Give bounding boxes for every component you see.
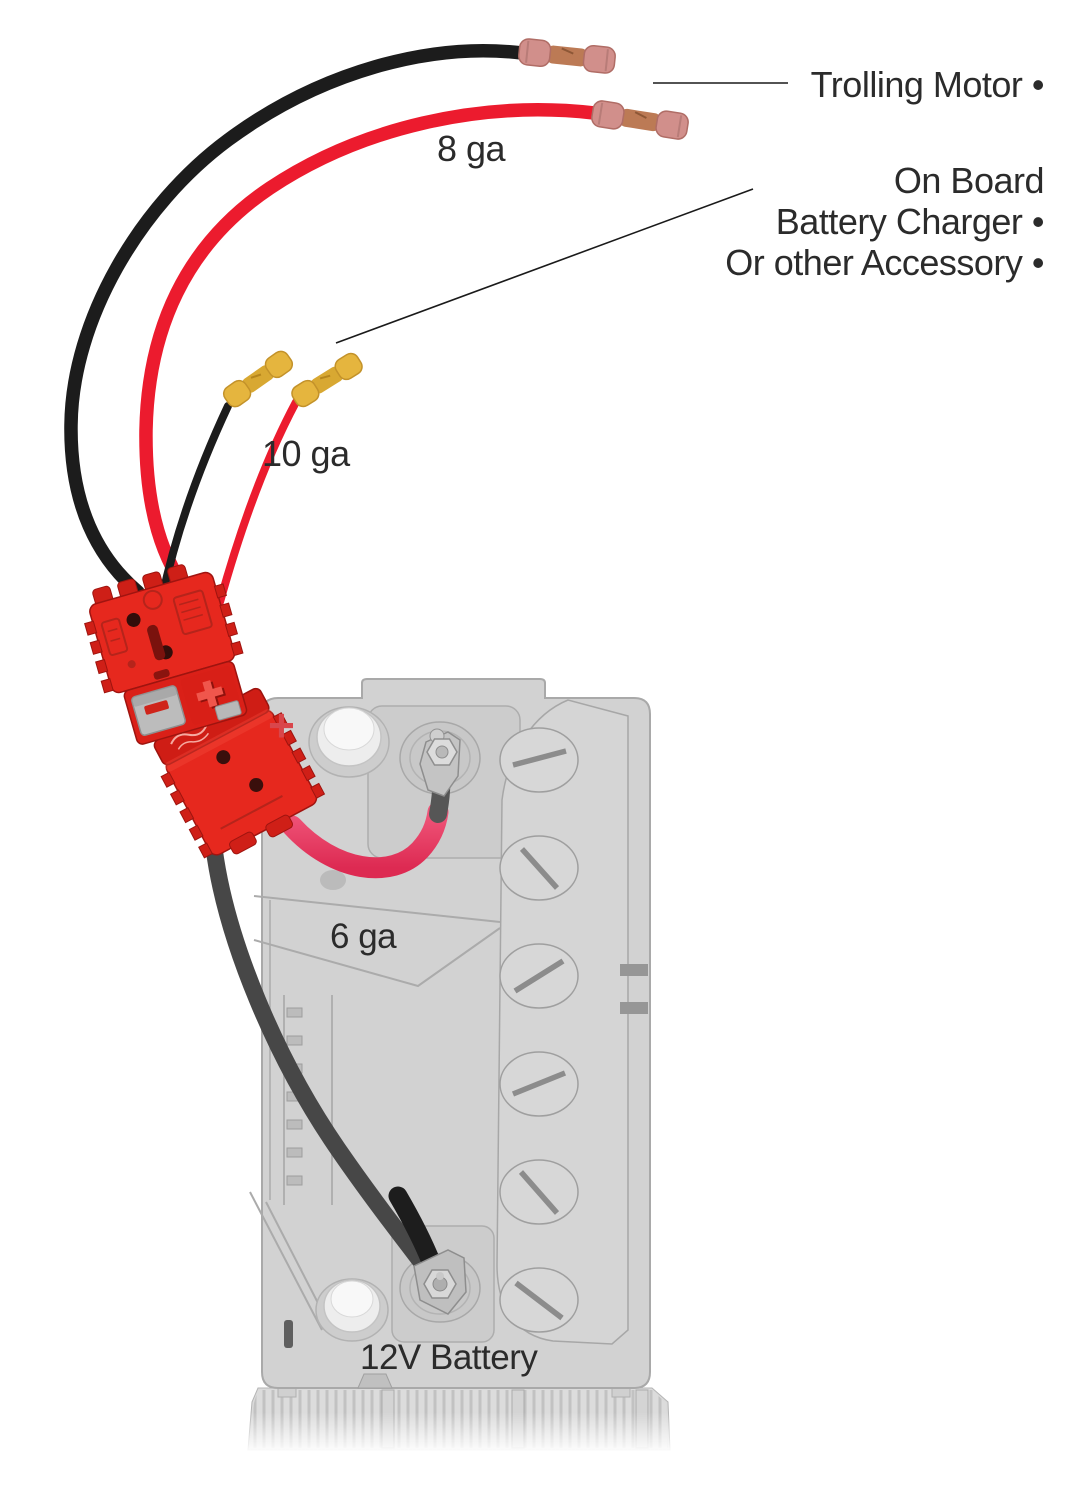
- vent-caps: [499, 727, 579, 1333]
- vent-cap-3: [499, 943, 579, 1009]
- accessory-negative-wire-10ga: [158, 402, 232, 602]
- label-trolling-motor: Trolling Motor •: [810, 64, 1045, 105]
- contact-block: [123, 660, 248, 745]
- negative-terminal: [413, 1249, 467, 1315]
- case-notch: [620, 1002, 648, 1014]
- minus-emboss: [144, 700, 169, 715]
- label-8-gauge: 8 ga: [437, 128, 506, 169]
- callout-line-accessory: [335, 188, 754, 344]
- case-speckle: [320, 870, 346, 890]
- vent-cap-6: [499, 1267, 579, 1333]
- case-mold-lines: [249, 895, 501, 1339]
- vent-cap-2: [499, 835, 579, 901]
- vent-cap-4: [499, 1051, 579, 1117]
- vent-cap-1: [499, 727, 579, 793]
- butt-connector-10ga-red: [291, 352, 363, 408]
- butt-connector-10ga-black: [222, 350, 294, 408]
- trolling-motor-positive-wire-8ga: [139, 103, 601, 605]
- label-on-board-line2: Battery Charger •: [775, 201, 1045, 242]
- roll-pin-hole: [216, 750, 231, 765]
- roll-pin-hole: [126, 612, 141, 627]
- quick-disconnect-plug-harness-side: [84, 564, 248, 745]
- negative-symbol-mark: [284, 1320, 293, 1348]
- vent-panel: [496, 699, 629, 1345]
- label-12v-battery: 12V Battery: [360, 1338, 538, 1377]
- vent-cap-5: [499, 1159, 579, 1225]
- case-bottom-notch: [357, 1373, 393, 1389]
- battery-positive-symbol: +: [268, 699, 295, 751]
- trolling-motor-negative-wire-8ga: [64, 44, 529, 599]
- negative-post-cover: [315, 1278, 389, 1342]
- label-6-gauge: 6 ga: [330, 917, 397, 956]
- case-notch: [620, 964, 648, 976]
- label-on-board-line1: On Board: [893, 160, 1045, 201]
- label-on-board-accessory: On Board Battery Charger • Or other Acce…: [725, 160, 1044, 283]
- label-10-gauge: 10 ga: [262, 433, 350, 474]
- positive-post-cover: [308, 706, 390, 778]
- roll-pin-hole: [249, 777, 264, 792]
- battery-side-ribs: [238, 1387, 682, 1454]
- butt-connector-8ga-red: [591, 100, 689, 140]
- label-on-board-line3: Or other Accessory •: [725, 242, 1044, 283]
- positive-terminal: [419, 728, 461, 797]
- butt-connector-8ga-black: [518, 38, 616, 74]
- accessory-positive-wire-10ga: [216, 398, 300, 606]
